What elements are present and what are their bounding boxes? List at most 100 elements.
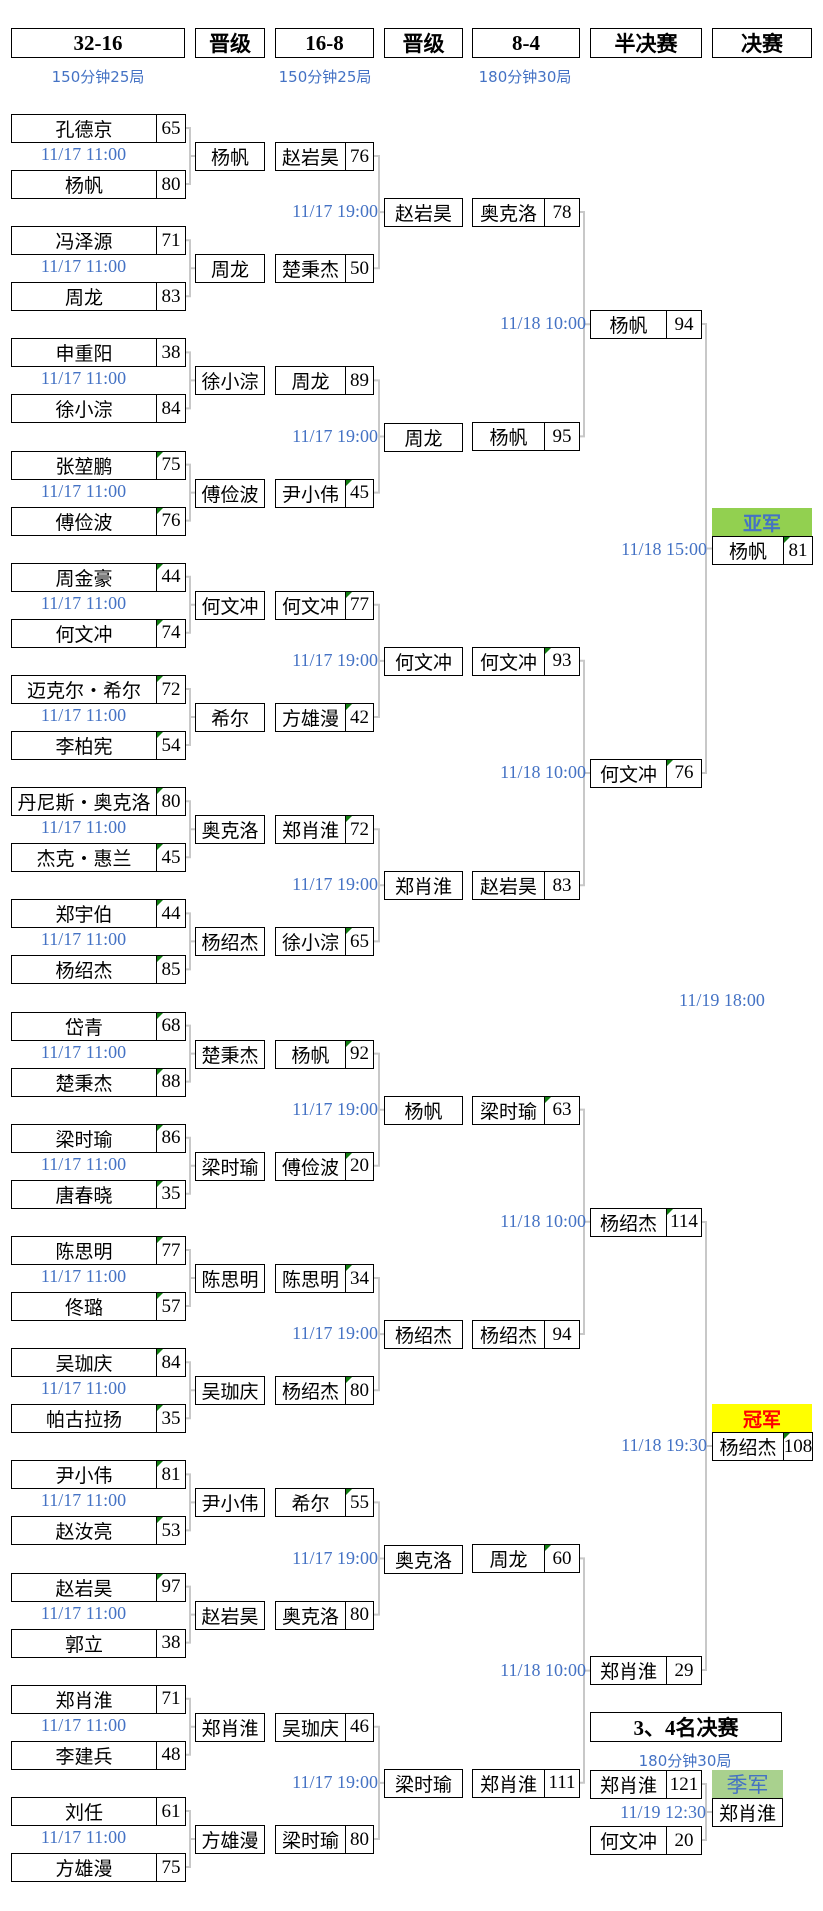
runner-up-name[interactable]: 杨帆 bbox=[712, 536, 784, 565]
advance-2-winner[interactable]: 赵岩昊 bbox=[384, 198, 463, 228]
r32-player-name[interactable]: 徐小淙 bbox=[11, 394, 157, 424]
r32-player-name[interactable]: 郭立 bbox=[11, 1628, 157, 1658]
advance-1-winner[interactable]: 杨绍杰 bbox=[195, 927, 265, 957]
advance-1-winner[interactable]: 方雄漫 bbox=[195, 1825, 265, 1854]
advance-2-winner[interactable]: 梁时瑜 bbox=[384, 1768, 463, 1798]
r8-player-name[interactable]: 赵岩昊 bbox=[472, 871, 545, 901]
r16-connector bbox=[374, 379, 384, 494]
advance-1-winner[interactable]: 郑肖淮 bbox=[195, 1712, 265, 1742]
r32-player-name[interactable]: 方雄漫 bbox=[11, 1853, 157, 1882]
semi-player-name[interactable]: 郑肖淮 bbox=[590, 1656, 667, 1686]
r32-player-name[interactable]: 赵岩昊 bbox=[11, 1572, 157, 1602]
r8-player-name[interactable]: 奥克洛 bbox=[472, 198, 545, 227]
advance-1-winner[interactable]: 何文冲 bbox=[195, 590, 265, 620]
r32-player-name[interactable]: 岱青 bbox=[11, 1011, 157, 1041]
semi-player-name[interactable]: 杨绍杰 bbox=[590, 1207, 667, 1237]
semi-player-name[interactable]: 杨帆 bbox=[590, 310, 667, 339]
r32-player-name[interactable]: 吴珈庆 bbox=[11, 1348, 157, 1378]
r8-player-name[interactable]: 郑肖淮 bbox=[472, 1768, 545, 1798]
r32-player-name[interactable]: 梁时瑜 bbox=[11, 1123, 157, 1153]
r16-player-name[interactable]: 梁时瑜 bbox=[275, 1825, 346, 1854]
r16-player-name[interactable]: 郑肖淮 bbox=[275, 815, 346, 845]
r32-connector bbox=[185, 1024, 195, 1083]
r32-player-name[interactable]: 傅俭波 bbox=[11, 506, 157, 536]
r32-player-name[interactable]: 周龙 bbox=[11, 282, 157, 312]
r32-player-name[interactable]: 杰克・惠兰 bbox=[11, 843, 157, 873]
header-round-8: 8-4 bbox=[472, 28, 580, 58]
r16-player-name[interactable]: 陈思明 bbox=[275, 1264, 346, 1293]
r32-player-name[interactable]: 郑宇伯 bbox=[11, 899, 157, 929]
r32-player-name[interactable]: 孔德京 bbox=[11, 114, 157, 143]
advance-1-winner[interactable]: 吴珈庆 bbox=[195, 1376, 265, 1406]
third-place-winner[interactable]: 郑肖淮 bbox=[712, 1798, 783, 1827]
advance-1-winner[interactable]: 周龙 bbox=[195, 254, 265, 284]
r8-player-score: 111 bbox=[544, 1768, 580, 1798]
r32-player-name[interactable]: 杨帆 bbox=[11, 170, 157, 199]
semi-player-score: 94 bbox=[666, 310, 702, 339]
r32-connector bbox=[185, 575, 195, 634]
advance-1-winner[interactable]: 楚秉杰 bbox=[195, 1039, 265, 1069]
advance-1-winner[interactable]: 陈思明 bbox=[195, 1264, 265, 1293]
r16-player-score: 45 bbox=[345, 478, 374, 508]
advance-1-winner[interactable]: 奥克洛 bbox=[195, 815, 265, 845]
advance-1-winner[interactable]: 赵岩昊 bbox=[195, 1600, 265, 1630]
r32-player-name[interactable]: 迈克尔・希尔 bbox=[11, 675, 157, 704]
third-place-player-name[interactable]: 郑肖淮 bbox=[590, 1770, 667, 1799]
r16-player-name[interactable]: 奥克洛 bbox=[275, 1600, 346, 1630]
advance-1-winner[interactable]: 梁时瑜 bbox=[195, 1151, 265, 1181]
r16-player-name[interactable]: 尹小伟 bbox=[275, 478, 346, 508]
r8-player-name[interactable]: 杨绍杰 bbox=[472, 1320, 545, 1349]
r8-player-name[interactable]: 梁时瑜 bbox=[472, 1095, 545, 1125]
semi-player-name[interactable]: 何文冲 bbox=[590, 758, 667, 788]
runner-up-connector bbox=[702, 323, 712, 774]
advance-2-winner[interactable]: 奥克洛 bbox=[384, 1544, 463, 1574]
r32-player-name[interactable]: 冯泽源 bbox=[11, 226, 157, 256]
advance-1-winner[interactable]: 傅俭波 bbox=[195, 478, 265, 508]
r16-player-name[interactable]: 希尔 bbox=[275, 1488, 346, 1518]
r32-player-name[interactable]: 李柏宪 bbox=[11, 731, 157, 760]
r8-player-name[interactable]: 周龙 bbox=[472, 1544, 545, 1574]
advance-2-winner[interactable]: 郑肖淮 bbox=[384, 871, 463, 901]
r32-player-name[interactable]: 杨绍杰 bbox=[11, 955, 157, 985]
advance-2-winner[interactable]: 周龙 bbox=[384, 422, 463, 452]
third-place-player-name[interactable]: 何文冲 bbox=[590, 1826, 667, 1855]
r16-player-name[interactable]: 楚秉杰 bbox=[275, 254, 346, 284]
r16-player-name[interactable]: 徐小淙 bbox=[275, 927, 346, 957]
r32-player-name[interactable]: 唐春晓 bbox=[11, 1179, 157, 1209]
r16-player-name[interactable]: 杨帆 bbox=[275, 1039, 346, 1069]
r16-player-name[interactable]: 杨绍杰 bbox=[275, 1376, 346, 1406]
r16-player-score: 72 bbox=[345, 815, 374, 845]
advance-1-winner[interactable]: 尹小伟 bbox=[195, 1488, 265, 1518]
r32-player-name[interactable]: 李建兵 bbox=[11, 1740, 157, 1770]
champion-name[interactable]: 杨绍杰 bbox=[712, 1432, 784, 1461]
r32-player-name[interactable]: 申重阳 bbox=[11, 338, 157, 368]
r8-player-name[interactable]: 何文冲 bbox=[472, 646, 545, 676]
r32-player-name[interactable]: 周金豪 bbox=[11, 562, 157, 592]
advance-1-winner[interactable]: 希尔 bbox=[195, 703, 265, 732]
advance-1-winner[interactable]: 杨帆 bbox=[195, 142, 265, 171]
match-time: 11/17 19:00 bbox=[292, 201, 378, 222]
r32-player-name[interactable]: 何文冲 bbox=[11, 618, 157, 648]
r32-player-score: 54 bbox=[156, 731, 186, 760]
r32-player-name[interactable]: 张堃鹏 bbox=[11, 450, 157, 480]
r32-player-name[interactable]: 陈思明 bbox=[11, 1236, 157, 1265]
r32-player-name[interactable]: 赵汝亮 bbox=[11, 1516, 157, 1546]
r32-player-name[interactable]: 刘任 bbox=[11, 1797, 157, 1826]
advance-1-winner[interactable]: 徐小淙 bbox=[195, 366, 265, 396]
advance-2-winner[interactable]: 杨帆 bbox=[384, 1095, 463, 1125]
r32-player-name[interactable]: 佟璐 bbox=[11, 1292, 157, 1321]
r8-player-name[interactable]: 杨帆 bbox=[472, 422, 545, 452]
r16-player-name[interactable]: 方雄漫 bbox=[275, 703, 346, 732]
r16-player-name[interactable]: 赵岩昊 bbox=[275, 142, 346, 171]
r16-player-name[interactable]: 傅俭波 bbox=[275, 1151, 346, 1181]
r32-player-name[interactable]: 郑肖淮 bbox=[11, 1684, 157, 1714]
r32-player-name[interactable]: 帕古拉扬 bbox=[11, 1404, 157, 1434]
r32-player-name[interactable]: 楚秉杰 bbox=[11, 1067, 157, 1097]
advance-2-winner[interactable]: 何文冲 bbox=[384, 646, 463, 676]
r16-player-name[interactable]: 吴珈庆 bbox=[275, 1712, 346, 1742]
advance-2-winner[interactable]: 杨绍杰 bbox=[384, 1320, 463, 1350]
r32-player-name[interactable]: 丹尼斯・奥克洛 bbox=[11, 787, 157, 817]
r16-player-name[interactable]: 周龙 bbox=[275, 366, 346, 396]
r16-player-name[interactable]: 何文冲 bbox=[275, 590, 346, 620]
r32-player-name[interactable]: 尹小伟 bbox=[11, 1460, 157, 1490]
